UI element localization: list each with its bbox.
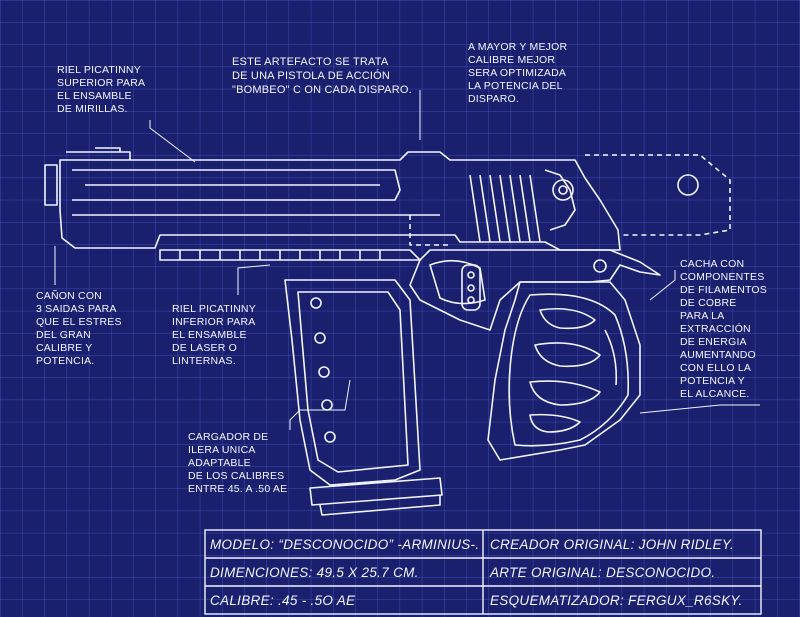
spec-art: ARTE ORIGINAL: DESCONOCIDO. — [490, 565, 716, 580]
note-magazine: CARGADOR DE ILERA UNICA ADAPTABLE DE LOS… — [188, 431, 288, 495]
spec-dimensions: DIMENCIONES: 49.5 X 25.7 CM. — [210, 565, 419, 580]
spec-creator: CREADOR ORIGINAL: JOHN RIDLEY. — [490, 537, 735, 552]
note-caliber-power: A MAYOR Y MEJOR CALIBRE MEJOR SERA OPTIM… — [468, 41, 568, 105]
note-pump-action: ESTE ARTEFACTO SE TRATA DE UNA PISTOLA D… — [232, 56, 412, 96]
spec-schematic: ESQUEMATIZADOR: FERGUX_R6SKY. — [490, 593, 743, 608]
pistol-outline — [44, 147, 731, 516]
note-barrel: CAÑON CON 3 SAIDAS PARA QUE EL ESTRES DE… — [36, 290, 122, 367]
spec-caliber: CALIBRE: .45 - .5O AE — [210, 593, 356, 608]
spec-model: MODELO: “DESCONOCIDO” -ARMINIUS-. — [210, 537, 480, 552]
note-grip: CACHA CON COMPONENTES DE FILAMENTOS DE C… — [680, 258, 768, 400]
slide-serrations — [469, 169, 576, 243]
leader-lines — [54, 90, 760, 430]
note-lower-rail: RIEL PICATINNY INFERIOR PARA EL ENSAMBLE… — [172, 303, 256, 367]
note-upper-rail: RIEL PICATINNY SUPERIOR PARA EL ENSAMBLE… — [57, 64, 146, 115]
spec-table — [204, 529, 762, 615]
